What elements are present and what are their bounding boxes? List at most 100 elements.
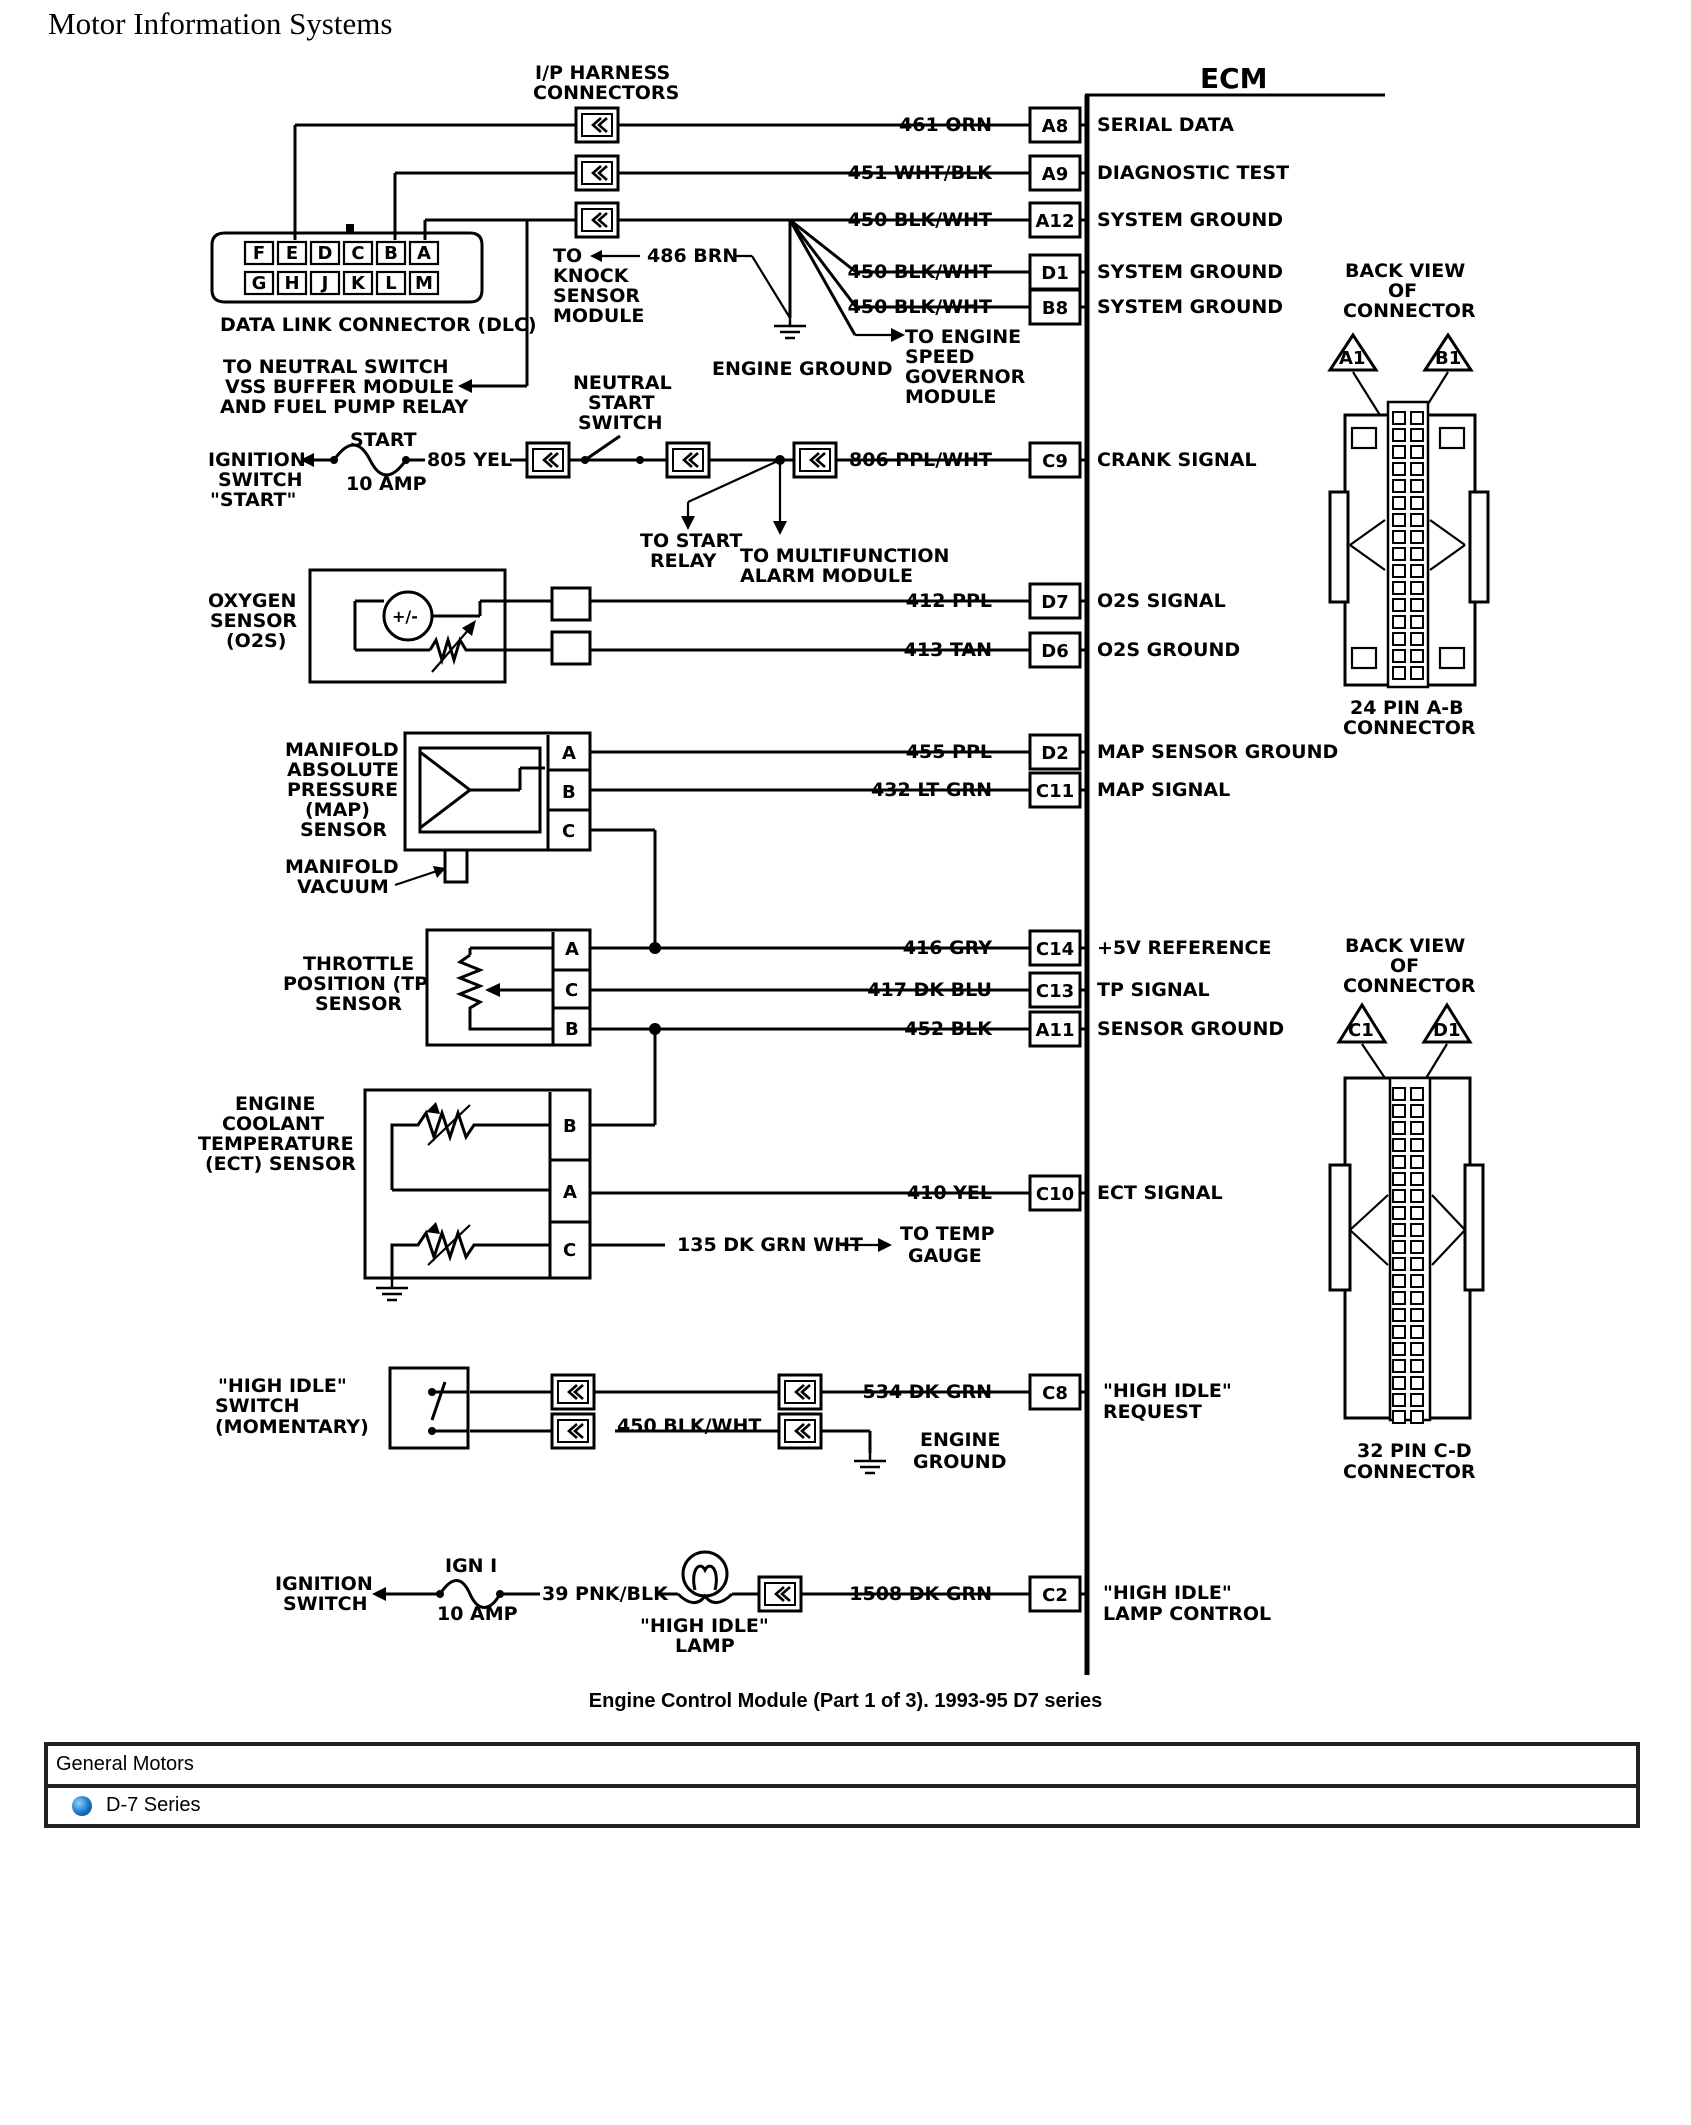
svg-text:D1: D1 <box>1433 1020 1460 1041</box>
svg-text:IGNITION: IGNITION <box>208 449 306 471</box>
ecm-pin-label: C14 <box>1036 939 1074 960</box>
bullet-icon <box>72 1795 92 1816</box>
svg-text:A: A <box>563 1182 577 1203</box>
svg-text:SENSOR: SENSOR <box>315 993 402 1015</box>
wire-label: 410 YEL <box>907 1182 992 1204</box>
dlc-pin-label: F <box>253 243 265 264</box>
svg-text:SWITCH: SWITCH <box>215 1395 300 1417</box>
svg-text:SWITCH: SWITCH <box>218 469 303 491</box>
ecm-label: ECM <box>1200 62 1268 95</box>
maker-row: General Motors <box>48 1746 1636 1788</box>
connector-pin-cavities <box>1392 1087 1424 1424</box>
svg-text:MANIFOLD: MANIFOLD <box>285 856 399 878</box>
svg-text:TO NEUTRAL SWITCH: TO NEUTRAL SWITCH <box>223 356 449 378</box>
ecm-pin-box <box>1028 1174 1082 1212</box>
ecm-pin-label: A12 <box>1036 211 1075 232</box>
ecm-function-label: O2S SIGNAL <box>1097 590 1226 612</box>
wire-label: 452 BLK <box>904 1018 993 1040</box>
svg-text:BACK VIEW: BACK VIEW <box>1345 935 1465 957</box>
map-sensor: MANIFOLD ABSOLUTE PRESSURE (MAP) SENSOR … <box>285 731 661 954</box>
svg-text:SENSOR: SENSOR <box>553 285 640 307</box>
svg-text:ENGINE: ENGINE <box>235 1093 315 1115</box>
harness-connector <box>550 1373 596 1411</box>
wire-label: 461 ORN <box>899 114 992 136</box>
engine-ground-icon <box>772 316 808 340</box>
svg-text:GROUND: GROUND <box>913 1451 1006 1473</box>
dlc-pin <box>309 240 341 266</box>
svg-text:B: B <box>563 1116 577 1137</box>
dlc-pin <box>408 240 440 266</box>
svg-text:OF: OF <box>1390 955 1419 977</box>
dlc-pin-label: D <box>318 243 333 264</box>
svg-text:THROTTLE: THROTTLE <box>303 953 414 975</box>
harness-connector <box>777 1412 823 1450</box>
dlc-pin-label: A <box>417 243 431 264</box>
svg-text:(ECT) SENSOR: (ECT) SENSOR <box>205 1153 356 1175</box>
wire-label: 806 PPL/WHT <box>849 449 992 471</box>
ecm-pin-label: C10 <box>1036 1184 1074 1205</box>
ecm-pin-label: A9 <box>1042 164 1068 185</box>
ecm-pin-label: C13 <box>1036 981 1074 1002</box>
wire-label: 450 BLK/WHT <box>848 296 992 318</box>
ecm-pin-label: D2 <box>1041 743 1068 764</box>
ecm-function-label: +5V REFERENCE <box>1097 937 1271 959</box>
ecm-pin-label: C9 <box>1042 451 1068 472</box>
svg-text:ENGINE: ENGINE <box>920 1429 1000 1451</box>
svg-text:TO: TO <box>553 245 582 267</box>
wire-label: 1508 DK GRN <box>849 1583 992 1605</box>
harness-connector <box>665 441 711 479</box>
ecm-pin-box <box>1028 1575 1082 1613</box>
connector-cd-name-1: 32 PIN C-D <box>1357 1440 1472 1462</box>
svg-text:A1: A1 <box>1339 348 1365 369</box>
svg-text:"HIGH IDLE": "HIGH IDLE" <box>640 1615 769 1637</box>
series-label: D-7 Series <box>106 1794 201 1816</box>
svg-text:B: B <box>562 782 576 803</box>
harness-connector <box>757 1575 803 1613</box>
ect-sensor: ENGINE COOLANT TEMPERATURE (ECT) SENSOR … <box>198 1088 995 1280</box>
engine-ground-label: ENGINE GROUND <box>712 358 893 380</box>
ecm-pin-label: D6 <box>1041 641 1068 662</box>
svg-text:(O2S): (O2S) <box>226 630 286 652</box>
harness-connector <box>777 1373 823 1411</box>
wire-label: 455 PPL <box>906 741 992 763</box>
svg-text:SENSOR: SENSOR <box>300 819 387 841</box>
ecm-function-label: ECT SIGNAL <box>1097 1182 1223 1204</box>
svg-text:RELAY: RELAY <box>650 550 717 572</box>
svg-text:LAMP: LAMP <box>675 1635 735 1657</box>
svg-text:START: START <box>350 429 417 451</box>
wire-label: 534 DK GRN <box>862 1381 992 1403</box>
svg-text:135 DK GRN WHT: 135 DK GRN WHT <box>677 1234 863 1256</box>
dlc-pin <box>243 270 275 296</box>
dlc-pin <box>243 240 275 266</box>
dlc-pin <box>375 240 407 266</box>
dlc-pin-label: B <box>384 243 398 264</box>
figure-caption: Engine Control Module (Part 1 of 3). 199… <box>588 1690 1103 1712</box>
svg-text:C: C <box>565 980 578 1001</box>
ecm-function-label: CRANK SIGNAL <box>1097 449 1257 471</box>
svg-text:BACK VIEW: BACK VIEW <box>1345 260 1465 282</box>
svg-text:A: A <box>562 743 576 764</box>
series-link[interactable]: D-7 Series <box>72 1794 200 1817</box>
svg-text:450 BLK/WHT: 450 BLK/WHT <box>617 1415 761 1437</box>
connector-ab: BACK VIEW OF CONNECTOR A1 B1 <box>1327 260 1490 689</box>
data-link-connector <box>210 125 529 393</box>
dlc-pin-label: G <box>252 273 267 294</box>
ecm-pin-label: C8 <box>1042 1383 1068 1404</box>
dlc-pin <box>276 270 308 296</box>
ground-icon <box>852 1451 888 1475</box>
ecm-pin-box <box>1028 441 1082 479</box>
dlc-pin-label: K <box>351 273 366 294</box>
svg-text:ALARM MODULE: ALARM MODULE <box>740 565 913 587</box>
dlc-pin-label: E <box>286 243 298 264</box>
ecm-pin-box <box>1028 582 1082 620</box>
svg-text:VSS BUFFER MODULE: VSS BUFFER MODULE <box>225 376 454 398</box>
dlc-pin <box>408 270 440 296</box>
svg-text:B: B <box>565 1019 579 1040</box>
